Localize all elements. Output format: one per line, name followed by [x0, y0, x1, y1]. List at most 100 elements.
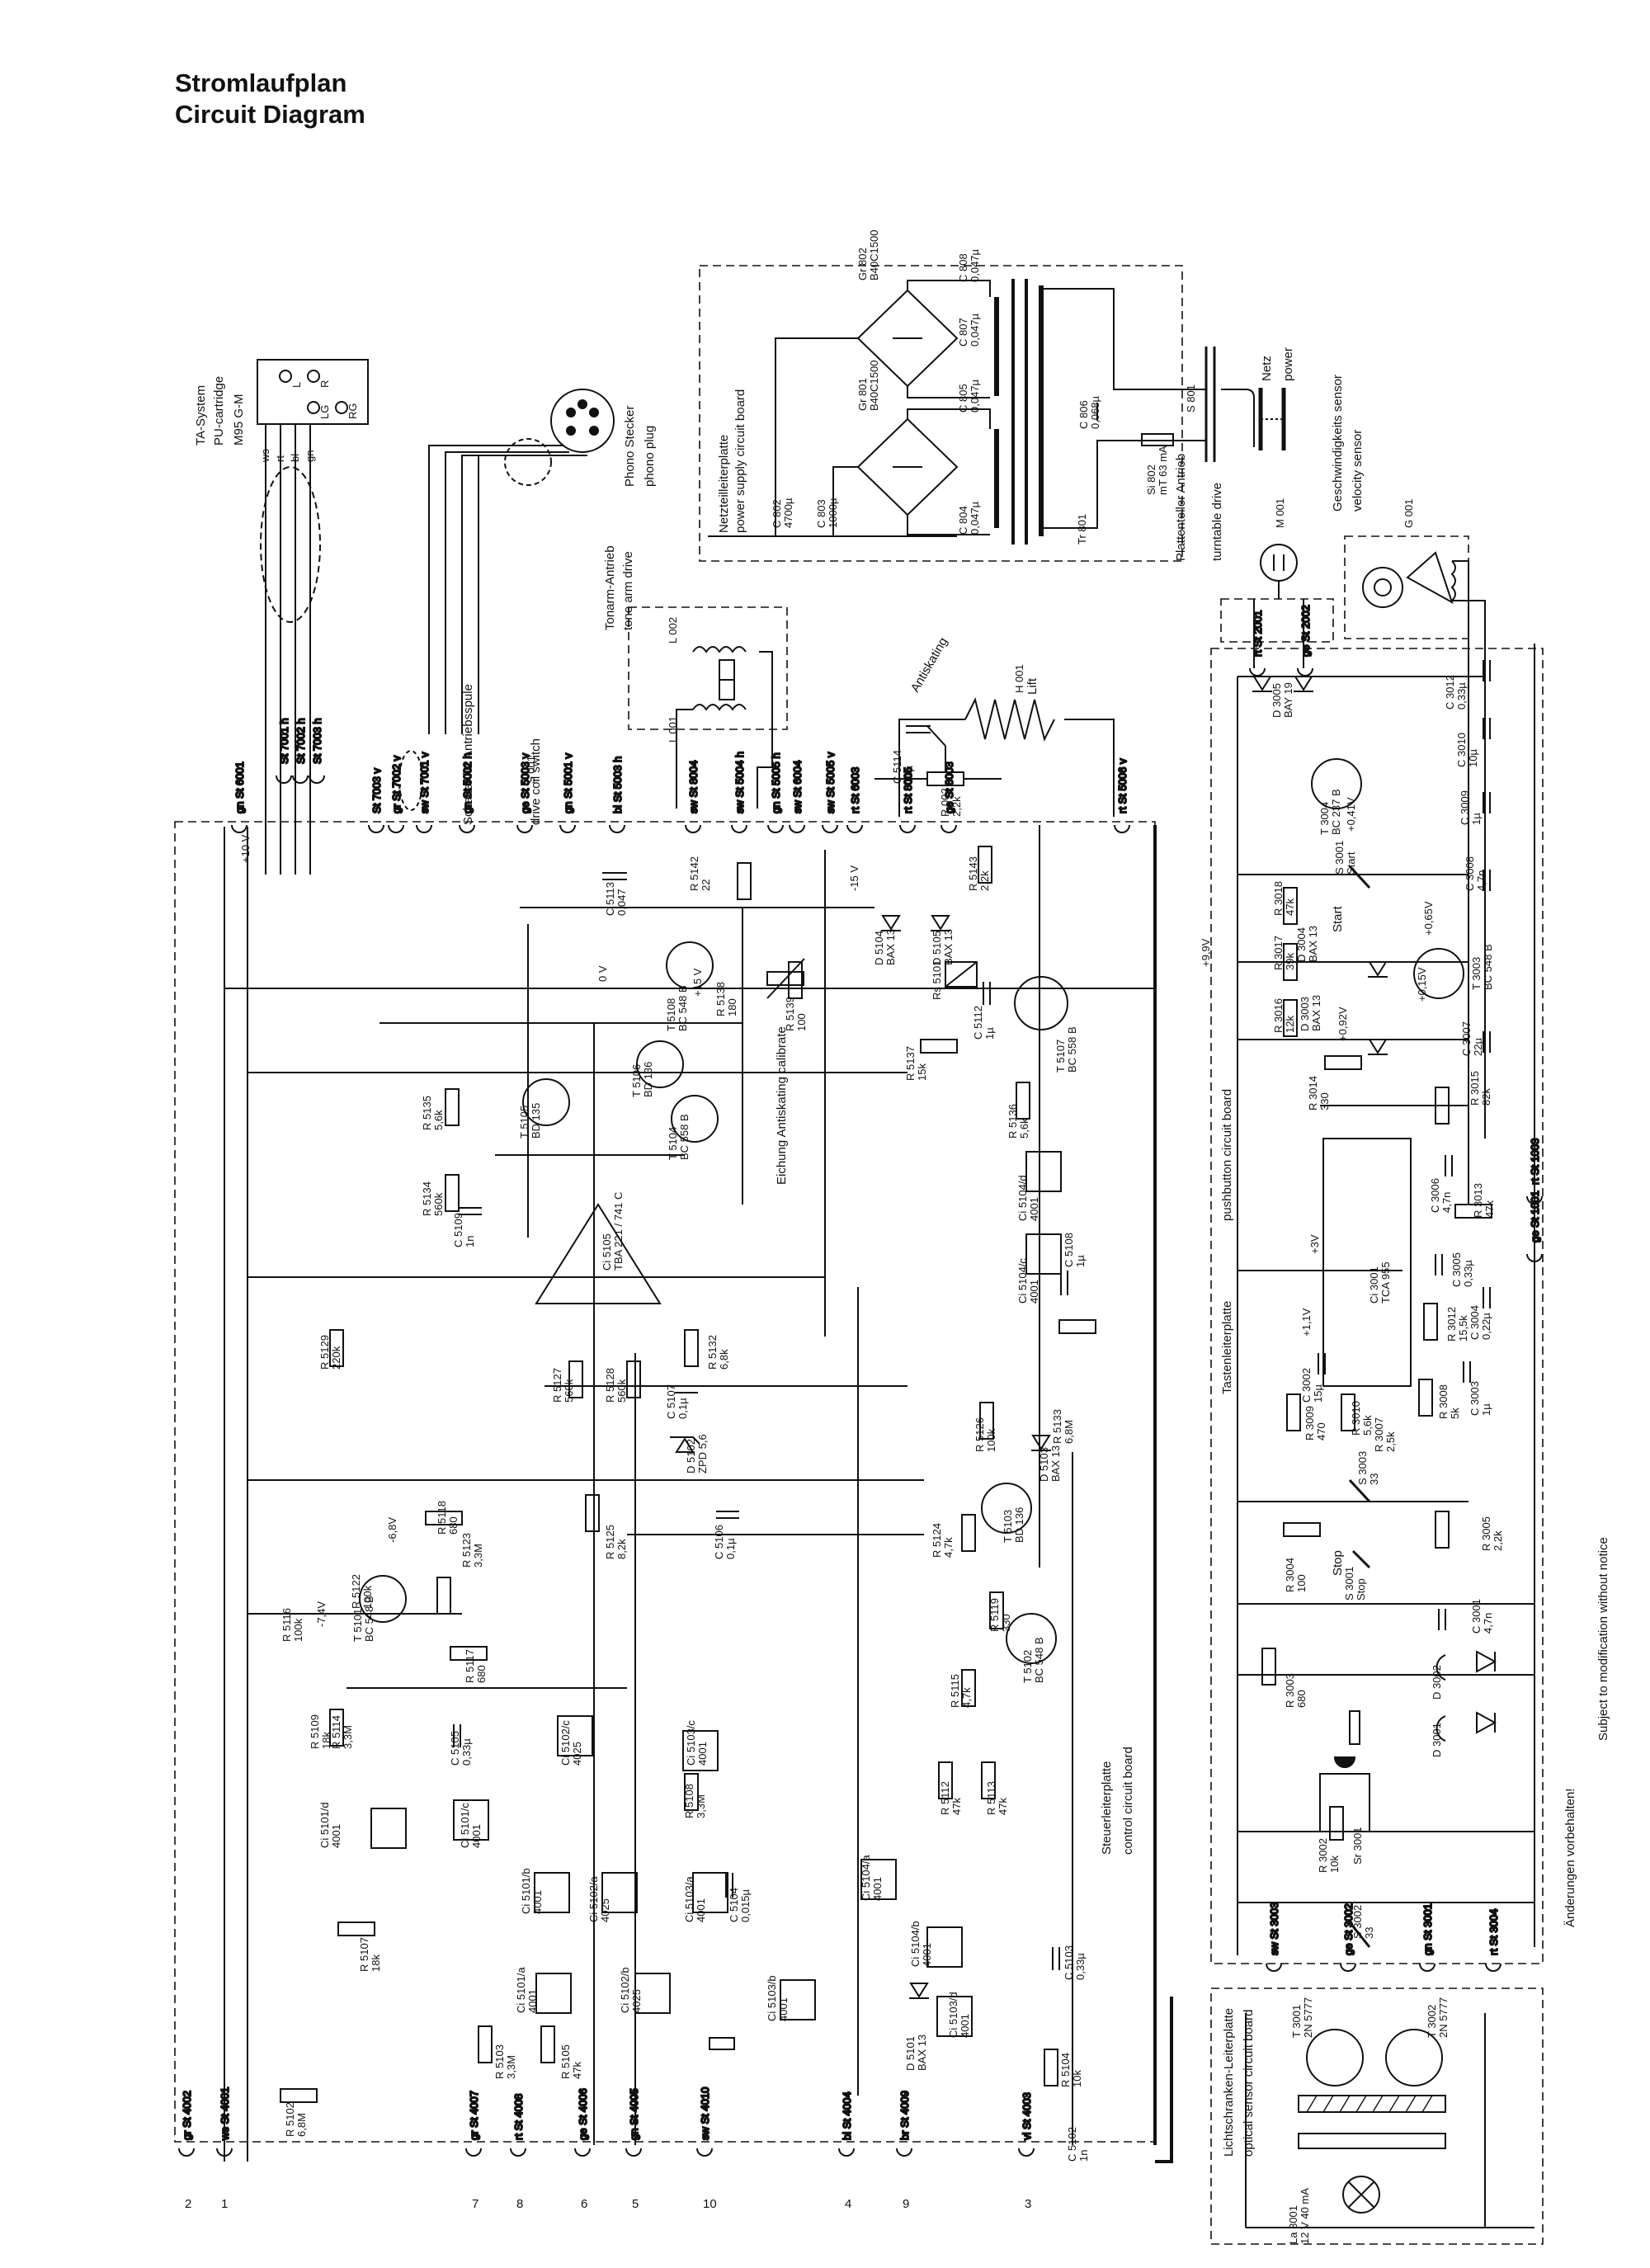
terminal-number: 4 [845, 2197, 851, 2211]
component-label: Ci 5103/c4001 [685, 1720, 709, 1766]
component-value: 10µ [1467, 749, 1479, 767]
component-value: 0,33µ [1455, 682, 1468, 710]
component-label: R 301739k [1272, 936, 1296, 970]
component-value: 4025 [630, 1989, 643, 2013]
component-ref: R 5127 [551, 1368, 563, 1403]
component-label: R 301582k [1468, 1071, 1492, 1106]
component-label: R 51432,2k [967, 856, 991, 891]
component-label: R 5138180 [714, 982, 738, 1016]
voltage-label: -15 V [848, 865, 860, 891]
connector-label: rt St 6003 [849, 767, 861, 813]
lamp-la3001 [1342, 2176, 1380, 2214]
voltage-label: -7,4V [315, 1601, 328, 1627]
connector-label: gn St 5005 h [770, 752, 782, 813]
component-label: R 510718k [358, 1937, 382, 1972]
connector-label: bl St 4004 [841, 2091, 853, 2140]
ic-ci3001-tca955 [1322, 1138, 1412, 1387]
voltage-label: +3V [1308, 1234, 1321, 1254]
component-value: B40C1500 [868, 230, 880, 281]
component-value: BAX 13 [1049, 1445, 1062, 1482]
component-label: C 51121µ [972, 1006, 996, 1040]
connector-pin [696, 2148, 713, 2157]
component-label: R 30052,2k [1480, 1516, 1504, 1551]
component-ref: R 3012 [1445, 1307, 1458, 1341]
component-label: C 300215µ [1300, 1368, 1324, 1403]
transistor-t3003 [1413, 948, 1464, 999]
component-ref: R 3003 [1284, 1673, 1296, 1708]
component-value: 15k [916, 1063, 928, 1081]
component-ref: La 3001 [1287, 2205, 1299, 2244]
component-label: R 5134560k [421, 1181, 445, 1216]
connector-label: gr St 4002 [181, 2091, 193, 2140]
component-ref: R 3016 [1272, 998, 1285, 1033]
pushbutton-board-wiring [1237, 644, 1535, 1955]
component-value: 2N 5777 [1437, 1997, 1450, 2038]
component-ref: C 802 [771, 499, 783, 528]
component-value: 470 [1315, 1422, 1327, 1440]
coil-l002 [692, 646, 747, 653]
connector-label: br St 4009 [898, 2091, 911, 2140]
terminal-number: 1 [221, 2197, 228, 2211]
component-value: 12k [1284, 1016, 1296, 1033]
component-value: 0,047µ [969, 501, 981, 535]
component-label: R 51154,7k [949, 1674, 973, 1708]
component-ref: C 3005 [1450, 1252, 1463, 1287]
switch-s3003 [1348, 1478, 1371, 1503]
component-ref: R 5137 [904, 1046, 917, 1081]
sensor-rotor [1362, 567, 1403, 608]
label-pushbutton-en: pushbutton circuit board [1220, 1089, 1234, 1221]
component-value: BAX 13 [942, 929, 955, 965]
voltage-label: +0,41V [1345, 797, 1357, 832]
component-ref: C 803 [815, 499, 827, 528]
connector-label: rt St 4008 [512, 2094, 525, 2140]
component-label: S 3001Stop [1343, 1567, 1367, 1601]
component-label: C 30091µ [1459, 790, 1483, 825]
power-supply-board-outline [699, 265, 1183, 562]
voltage-label: +0,92V [1336, 1007, 1349, 1041]
connector-label: rt St 8005 [902, 767, 914, 813]
component-ref: R 5103 [493, 2044, 506, 2079]
component-label: R 5118680 [436, 1501, 460, 1535]
component-value: 4,7n [1482, 1613, 1494, 1634]
component-label: T 5105BD 135 [518, 1103, 542, 1139]
component-value: 4001 [531, 1890, 544, 1914]
component-label: Ci 5103/d4001 [947, 1992, 971, 2038]
component-ref: R 3010 [1350, 1401, 1362, 1436]
gate-ci5102b [634, 1973, 671, 2014]
label-cart-model: M95 G-M [232, 394, 246, 446]
component-label: S 3001Start [1333, 841, 1357, 875]
component-value: 3,3M [695, 1794, 707, 1818]
connector-label: ge St 8003 [943, 762, 955, 813]
component-value: 6,8M [295, 2113, 308, 2137]
component-label: Ci 5104/b4001 [909, 1921, 933, 1967]
connector-pin [459, 824, 475, 833]
component-label: M 001 [1274, 498, 1286, 528]
component-label: Ci 5102/b4025 [619, 1967, 643, 2013]
component-value: BAY 19 [1282, 682, 1294, 718]
terminal-number: 2 [185, 2197, 191, 2211]
label-power: power [1281, 347, 1295, 381]
pushbutton-board-outline [1210, 648, 1544, 1964]
component-ref: R 5114 [330, 1715, 342, 1749]
transistor-t5108 [666, 941, 714, 989]
component-value: 82k [1480, 1088, 1492, 1106]
tonearm-drive-outline [628, 606, 788, 730]
component-label: C 30064,7n [1429, 1178, 1453, 1213]
component-value: 0,33µ [460, 1738, 473, 1766]
component-ref: C 5114 [891, 750, 903, 784]
connector-pin [1266, 1963, 1282, 1972]
connector-pin [559, 824, 576, 833]
component-ref: D 5102 [685, 1439, 697, 1473]
component-ref: L 001 [667, 716, 679, 743]
component-ref: Tr 801 [1076, 514, 1088, 545]
gate-ci5103c [682, 1730, 719, 1771]
component-ref: R 3004 [1284, 1558, 1296, 1592]
component-label: T 3003BC 548 B [1470, 944, 1494, 990]
component-ref: R 5142 [688, 856, 700, 891]
component-label: R 5122100k [350, 1574, 374, 1609]
component-ref: Ci 5103/d [947, 1992, 959, 2038]
component-ref: T 5101 [351, 1609, 364, 1642]
component-ref: C 3006 [1429, 1178, 1441, 1213]
